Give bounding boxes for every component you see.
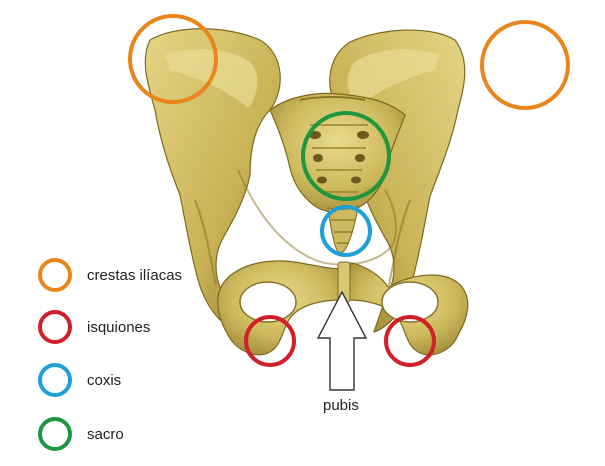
coccyx-marker <box>320 205 372 257</box>
sacrum-marker <box>301 111 391 201</box>
ischium-right-marker <box>384 315 436 367</box>
legend-label: crestas ilíacas <box>87 266 183 284</box>
legend-item-crestas: crestas ilíacas <box>38 258 182 292</box>
red-circle-icon <box>38 310 72 344</box>
right-obturator-foramen <box>381 281 439 323</box>
legend-label: sacro <box>87 425 124 443</box>
legend-item-coxis: coxis <box>38 363 121 397</box>
left-obturator-foramen <box>239 281 297 323</box>
pubis-arrow <box>316 290 368 391</box>
pubis-label: pubis <box>323 397 359 414</box>
green-circle-icon <box>38 417 72 451</box>
legend-item-isquiones: isquiones <box>38 310 150 344</box>
iliac-crest-left-marker <box>128 14 218 104</box>
legend-item-sacro: sacro <box>38 417 124 451</box>
orange-circle-icon <box>38 258 72 292</box>
ischium-left-marker <box>244 315 296 367</box>
iliac-crest-right-marker <box>480 20 570 110</box>
legend-label: coxis <box>87 371 122 389</box>
blue-circle-icon <box>38 363 72 397</box>
legend-label: isquiones <box>87 318 151 336</box>
